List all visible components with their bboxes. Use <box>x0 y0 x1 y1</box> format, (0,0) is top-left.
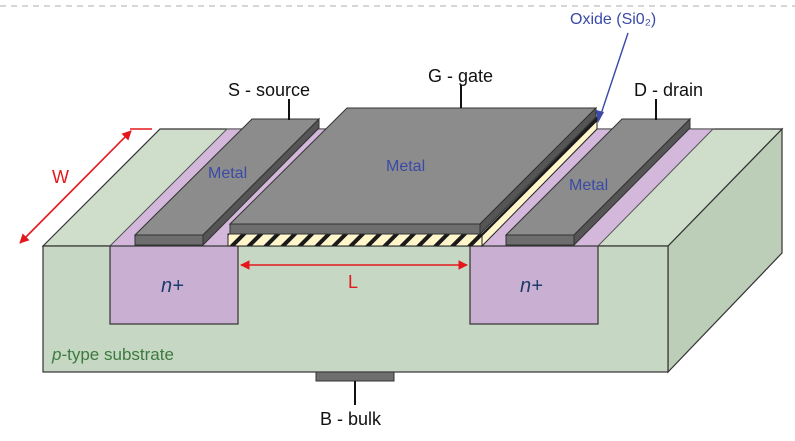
oxide-label: Oxide (Si0₂) <box>570 11 656 28</box>
drain-metal-front <box>505 234 575 246</box>
drain-label: D - drain <box>634 80 703 100</box>
oxide-front-strip <box>227 233 483 247</box>
n-plus-left-region <box>109 245 239 325</box>
metal-gate-label: Metal <box>386 158 425 175</box>
bulk-contact <box>315 371 395 382</box>
width-arrow <box>19 130 132 244</box>
bulk-label: B - bulk <box>320 409 382 429</box>
n-plus-right-region <box>469 245 599 325</box>
metal-source-label: Metal <box>208 165 247 182</box>
n-plus-left-label: n+ <box>161 275 184 297</box>
length-label: L <box>348 272 358 292</box>
substrate-suffix: -type substrate <box>61 345 173 364</box>
gate-label: G - gate <box>428 66 493 86</box>
oxide-pointer <box>599 32 629 118</box>
source-label: S - source <box>228 80 310 100</box>
metal-drain-label: Metal <box>569 177 608 194</box>
n-plus-right-label: n+ <box>520 275 543 297</box>
source-metal-front <box>134 234 204 246</box>
substrate-prefix: p <box>51 345 61 364</box>
oxide-pointer-head <box>596 110 604 123</box>
width-label: W <box>52 167 69 187</box>
substrate-label: p-type substrate <box>51 345 174 364</box>
gate-metal-front <box>229 223 481 235</box>
oxide-side-strip <box>481 115 598 248</box>
